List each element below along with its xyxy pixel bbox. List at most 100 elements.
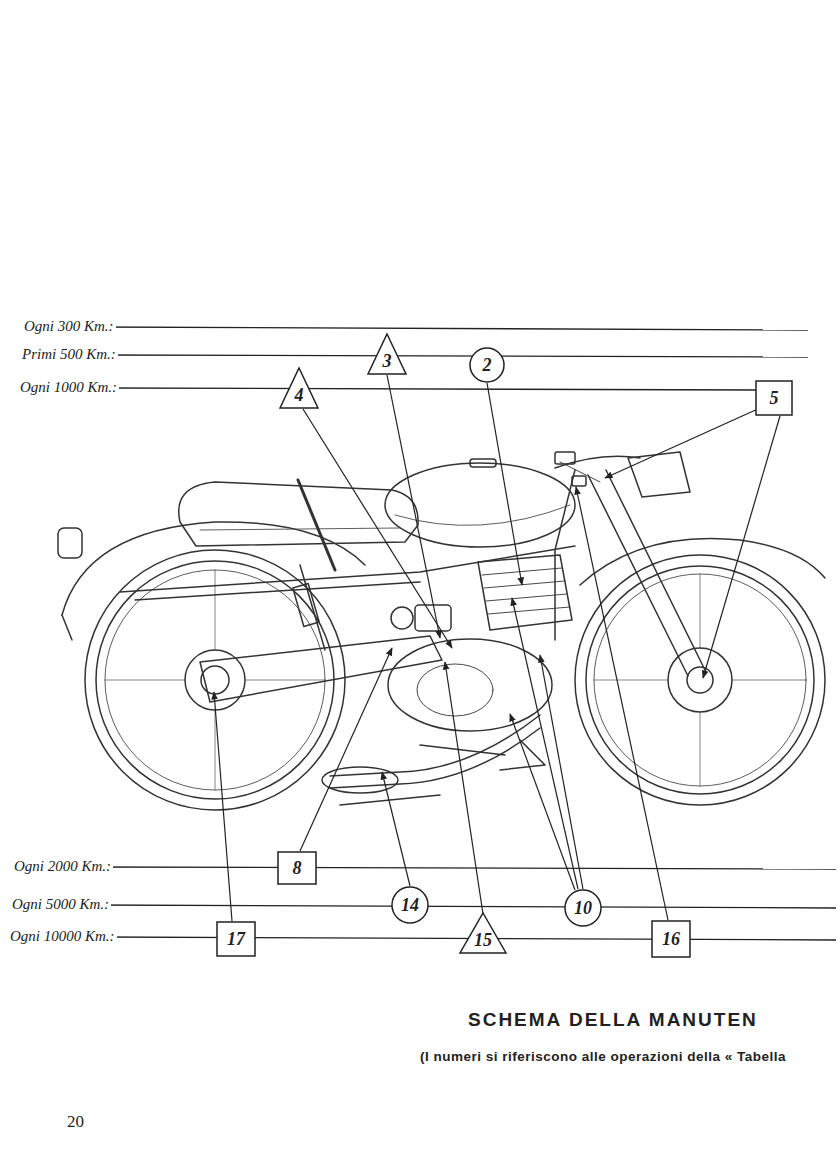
callout-number: 14 <box>401 896 419 914</box>
drawing-stroke <box>500 740 545 770</box>
drawing-stroke <box>330 728 540 788</box>
drawing-stroke <box>214 692 232 921</box>
drawing-stroke <box>700 574 701 648</box>
drawing-stroke <box>300 565 325 650</box>
drawing-stroke <box>482 568 570 614</box>
drawing-stroke <box>700 712 701 786</box>
drawing-stroke <box>90 867 836 869</box>
drawing-stroke <box>382 772 410 886</box>
callout-square: 5 <box>755 380 793 416</box>
drawing-stroke <box>105 570 806 790</box>
interval-label: Ogni 300 Km.: <box>24 317 116 335</box>
callout-shape <box>368 334 406 374</box>
drawing-stroke <box>580 538 825 585</box>
interval-lines <box>90 327 836 940</box>
callout-triangle: 3 <box>367 333 407 375</box>
callout-shape <box>280 368 318 408</box>
drawing-stroke <box>105 570 325 790</box>
page-title: SCHEMA DELLA MANUTEN <box>468 1008 758 1032</box>
drawing-stroke <box>628 452 690 497</box>
drawing-stroke <box>606 470 706 672</box>
drawing-stroke <box>120 546 575 592</box>
callout-number: 17 <box>227 930 245 948</box>
callout-triangle: 4 <box>279 367 319 409</box>
drawing-stroke <box>470 459 496 467</box>
callout-shape <box>278 852 316 884</box>
callout-circle: 10 <box>564 889 602 927</box>
callout-shape <box>652 921 690 957</box>
drawing-stroke <box>478 555 572 630</box>
drawing-stroke <box>572 476 586 486</box>
drawing-stroke <box>512 598 578 889</box>
drawing-stroke <box>62 615 72 640</box>
interval-label: Ogni 5000 Km.: <box>12 895 111 913</box>
drawing-stroke <box>135 582 420 600</box>
interval-label: Ogni 2000 Km.: <box>14 857 113 875</box>
drawing-stroke <box>200 636 442 702</box>
callout-shape <box>565 890 601 926</box>
callout-square: 17 <box>216 921 256 957</box>
drawing-stroke <box>100 355 808 357</box>
drawing-stroke <box>576 487 668 920</box>
drawing-stroke <box>387 375 440 638</box>
drawing-stroke <box>555 470 575 640</box>
callout-shape <box>392 887 428 923</box>
drawing-stroke <box>96 561 334 799</box>
callout-number: 16 <box>662 930 680 948</box>
drawing-stroke <box>200 528 400 530</box>
drawing-stroke <box>484 581 565 588</box>
drawing-stroke <box>95 327 808 330</box>
drawing-stroke <box>555 452 575 464</box>
callout-number: 15 <box>474 931 492 949</box>
callout-circle: 2 <box>469 347 505 383</box>
drawing-stroke <box>388 639 552 731</box>
interval-label: Ogni 10000 Km.: <box>10 927 117 945</box>
drawing-stroke <box>245 680 325 681</box>
drawing-stroke <box>703 416 780 678</box>
callout-circle: 14 <box>391 886 429 924</box>
drawing-stroke <box>420 745 505 755</box>
drawing-stroke <box>395 505 570 525</box>
callout-triangle: 15 <box>459 912 507 954</box>
callout-number: 5 <box>770 389 779 407</box>
drawing-stroke <box>588 475 688 676</box>
drawing-stroke <box>482 568 562 575</box>
drawing-stroke <box>293 584 319 627</box>
drawing-stroke <box>303 409 452 648</box>
drawing-stroke <box>298 480 335 570</box>
callout-shape <box>217 922 255 956</box>
drawing-stroke <box>605 408 760 478</box>
drawing-stroke <box>488 607 570 614</box>
drawing-stroke <box>300 648 392 851</box>
drawing-stroke <box>417 664 493 716</box>
caption-note: (I numeri si riferiscono alle operazioni… <box>420 1048 786 1066</box>
callout-shape <box>756 381 792 415</box>
callout-shape <box>470 348 504 382</box>
drawing-stroke <box>687 667 713 693</box>
drawing-stroke <box>594 574 806 786</box>
drawing-stroke <box>215 710 216 790</box>
callout-number: 8 <box>293 859 302 877</box>
callout-number: 10 <box>574 899 592 917</box>
drawing-stroke <box>215 570 216 650</box>
callout-square: 16 <box>651 920 691 958</box>
drawing-stroke <box>100 388 760 390</box>
callout-number: 4 <box>295 386 304 404</box>
callout-number: 2 <box>483 356 492 374</box>
drawing-stroke <box>105 680 185 681</box>
drawing-stroke <box>560 462 600 482</box>
interval-label: Ogni 1000 Km.: <box>20 378 119 396</box>
drawing-stroke <box>586 566 814 794</box>
drawing-stroke <box>90 905 836 908</box>
drawing-stroke <box>445 662 483 914</box>
callout-number: 3 <box>383 352 392 370</box>
drawing-stroke <box>487 383 522 585</box>
drawing-stroke <box>575 555 825 805</box>
callout-shape <box>460 913 506 953</box>
drawing-stroke <box>510 714 575 890</box>
drawing-stroke <box>594 680 668 681</box>
page-number: 20 <box>67 1112 86 1132</box>
drawing-stroke <box>732 680 806 681</box>
drawing-stroke <box>391 607 413 629</box>
